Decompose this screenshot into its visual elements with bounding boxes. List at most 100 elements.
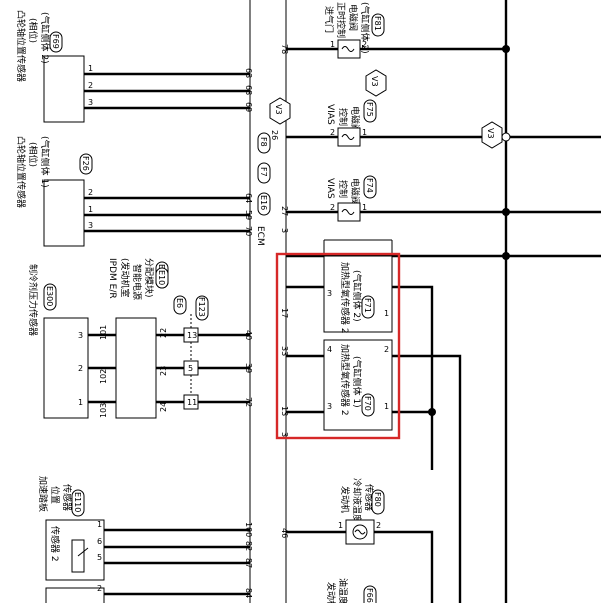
accel-pedal-sensor: 加速踏板 位置 传感器 E110 传感器 2: [37, 476, 105, 603]
junction-dot: [502, 252, 510, 260]
svg-text:3: 3: [280, 432, 289, 437]
o2-bank1-heater: [392, 354, 462, 603]
svg-text:分配模块): 分配模块): [143, 258, 155, 298]
svg-text:69: 69: [244, 102, 253, 112]
svg-text:智能电源: 智能电源: [131, 264, 143, 300]
svg-text:加热型氧传感器 2: 加热型氧传感器 2: [339, 344, 351, 416]
svg-text:传感器 2: 传感器 2: [49, 526, 61, 562]
svg-text:F80: F80: [373, 492, 382, 507]
svg-text:VIAS: VIAS: [325, 104, 335, 125]
svg-text:103: 103: [99, 403, 108, 418]
svg-text:ECM: ECM: [255, 226, 265, 246]
svg-text:E16: E16: [259, 195, 268, 210]
svg-text:E6: E6: [175, 298, 184, 308]
oil-temp-sensor-partial: 发动机 油温度 F66: [325, 578, 377, 603]
svg-text:23: 23: [159, 366, 168, 376]
svg-text:2: 2: [384, 345, 389, 354]
svg-text:(气缸侧体 2): (气缸侧体 2): [351, 270, 363, 322]
junction-open: [501, 132, 511, 142]
svg-text:F66: F66: [365, 588, 374, 603]
svg-text:发动机: 发动机: [325, 582, 337, 603]
svg-text:F71: F71: [363, 298, 372, 313]
svg-text:1: 1: [384, 309, 389, 318]
accel-wires: 1 6 5 2 100 82 87 84: [97, 520, 253, 598]
svg-text:F81: F81: [373, 16, 382, 31]
vias-solenoid-1: VIAS 控制 电磁阀 1 F74 2 1 27: [280, 175, 377, 222]
svg-text:1: 1: [88, 205, 93, 214]
svg-text:3: 3: [327, 402, 332, 411]
cam2-wires: 1 2 3 63 68 69: [84, 64, 253, 112]
svg-text:F69: F69: [51, 34, 60, 49]
svg-text:1: 1: [330, 40, 335, 49]
svg-text:V3: V3: [486, 128, 495, 139]
svg-text:5: 5: [97, 553, 102, 562]
svg-text:(气缸侧体 1): (气缸侧体 1): [39, 136, 51, 188]
svg-text:3: 3: [88, 98, 93, 107]
svg-text:33: 33: [280, 346, 289, 356]
svg-text:F7: F7: [259, 167, 268, 177]
svg-text:凸轮轴位置传感器: 凸轮轴位置传感器: [15, 136, 27, 208]
svg-text:(发动机室: (发动机室: [119, 258, 131, 298]
svg-text:(相位): (相位): [27, 142, 39, 167]
svg-text:26: 26: [270, 130, 279, 140]
svg-text:78: 78: [280, 44, 289, 54]
svg-text:F26: F26: [81, 156, 90, 171]
svg-text:3: 3: [327, 289, 332, 298]
svg-text:位置: 位置: [49, 486, 61, 504]
camshaft-sensor-bank2: 凸轮轴位置传感器 (相位) (气缸侧体 2) F69: [15, 10, 85, 123]
svg-text:39: 39: [244, 363, 253, 373]
svg-text:1: 1: [78, 398, 83, 407]
svg-text:F123: F123: [197, 297, 206, 317]
svg-text:82: 82: [244, 541, 253, 551]
svg-text:4: 4: [327, 345, 332, 354]
svg-text:F70: F70: [363, 396, 372, 411]
highlight-box: [275, 252, 401, 440]
junction-dot: [502, 208, 510, 216]
svg-text:6: 6: [97, 537, 102, 546]
svg-text:2: 2: [78, 364, 83, 373]
svg-text:1: 1: [362, 203, 367, 212]
svg-text:V3: V3: [274, 104, 283, 115]
svg-text:(气缸侧体 1): (气缸侧体 1): [351, 356, 363, 408]
svg-text:F8: F8: [259, 137, 268, 147]
svg-text:27: 27: [280, 206, 289, 216]
svg-text:3: 3: [78, 331, 83, 340]
cam1-wires: 2 1 3 64 59 70: [84, 188, 253, 236]
svg-text:100: 100: [244, 522, 253, 537]
engine-coolant-temp-sensor: 发动机 冷却液温度 传感器 F80 1 2 46: [280, 478, 385, 545]
svg-text:E110: E110: [73, 492, 82, 512]
svg-text:17: 17: [280, 308, 289, 318]
svg-text:E10: E10: [157, 270, 166, 285]
svg-text:传感器: 传感器: [61, 484, 73, 511]
svg-text:(气缸侧体 2): (气缸侧体 2): [39, 12, 51, 64]
ipdm-er: IPDM E/R (发动机室 智能电源 分配模块) E346 E10 E6 F1…: [107, 258, 209, 419]
svg-text:102: 102: [99, 369, 108, 384]
svg-text:2: 2: [88, 81, 93, 90]
svg-text:VIAS: VIAS: [325, 178, 335, 199]
svg-text:87: 87: [244, 558, 253, 568]
svg-text:F74: F74: [365, 178, 374, 193]
svg-text:72: 72: [244, 397, 253, 407]
svg-text:1: 1: [362, 128, 367, 137]
o2-sensor-bank1: 加热型氧传感器 2 (气缸侧体 1) F70 4 2 3 1: [323, 339, 393, 431]
svg-text:68: 68: [244, 85, 253, 95]
junction-dot: [502, 45, 510, 53]
ecm-labels: F8 F7 E16 ECM: [255, 132, 271, 246]
svg-text:2: 2: [330, 128, 335, 137]
refrigerant-sensor: 制冷剂压力传感器 E300 3 2 1 101 102 103: [27, 264, 116, 419]
svg-text:2: 2: [330, 203, 335, 212]
svg-text:2: 2: [88, 188, 93, 197]
svg-text:40: 40: [244, 330, 253, 340]
svg-text:E300: E300: [45, 286, 54, 306]
svg-text:2: 2: [362, 40, 367, 49]
svg-text:64: 64: [244, 193, 253, 203]
svg-text:63: 63: [244, 68, 253, 78]
svg-text:控制: 控制: [337, 180, 349, 198]
svg-text:13: 13: [280, 406, 289, 416]
svg-text:84: 84: [244, 588, 253, 598]
svg-text:制冷剂压力传感器: 制冷剂压力传感器: [27, 264, 39, 336]
o2-sensor-bank2: 加热型氧传感器 2 (气缸侧体 2) F71 3 1: [323, 255, 393, 334]
svg-text:3: 3: [280, 228, 289, 233]
svg-text:46: 46: [280, 528, 289, 538]
